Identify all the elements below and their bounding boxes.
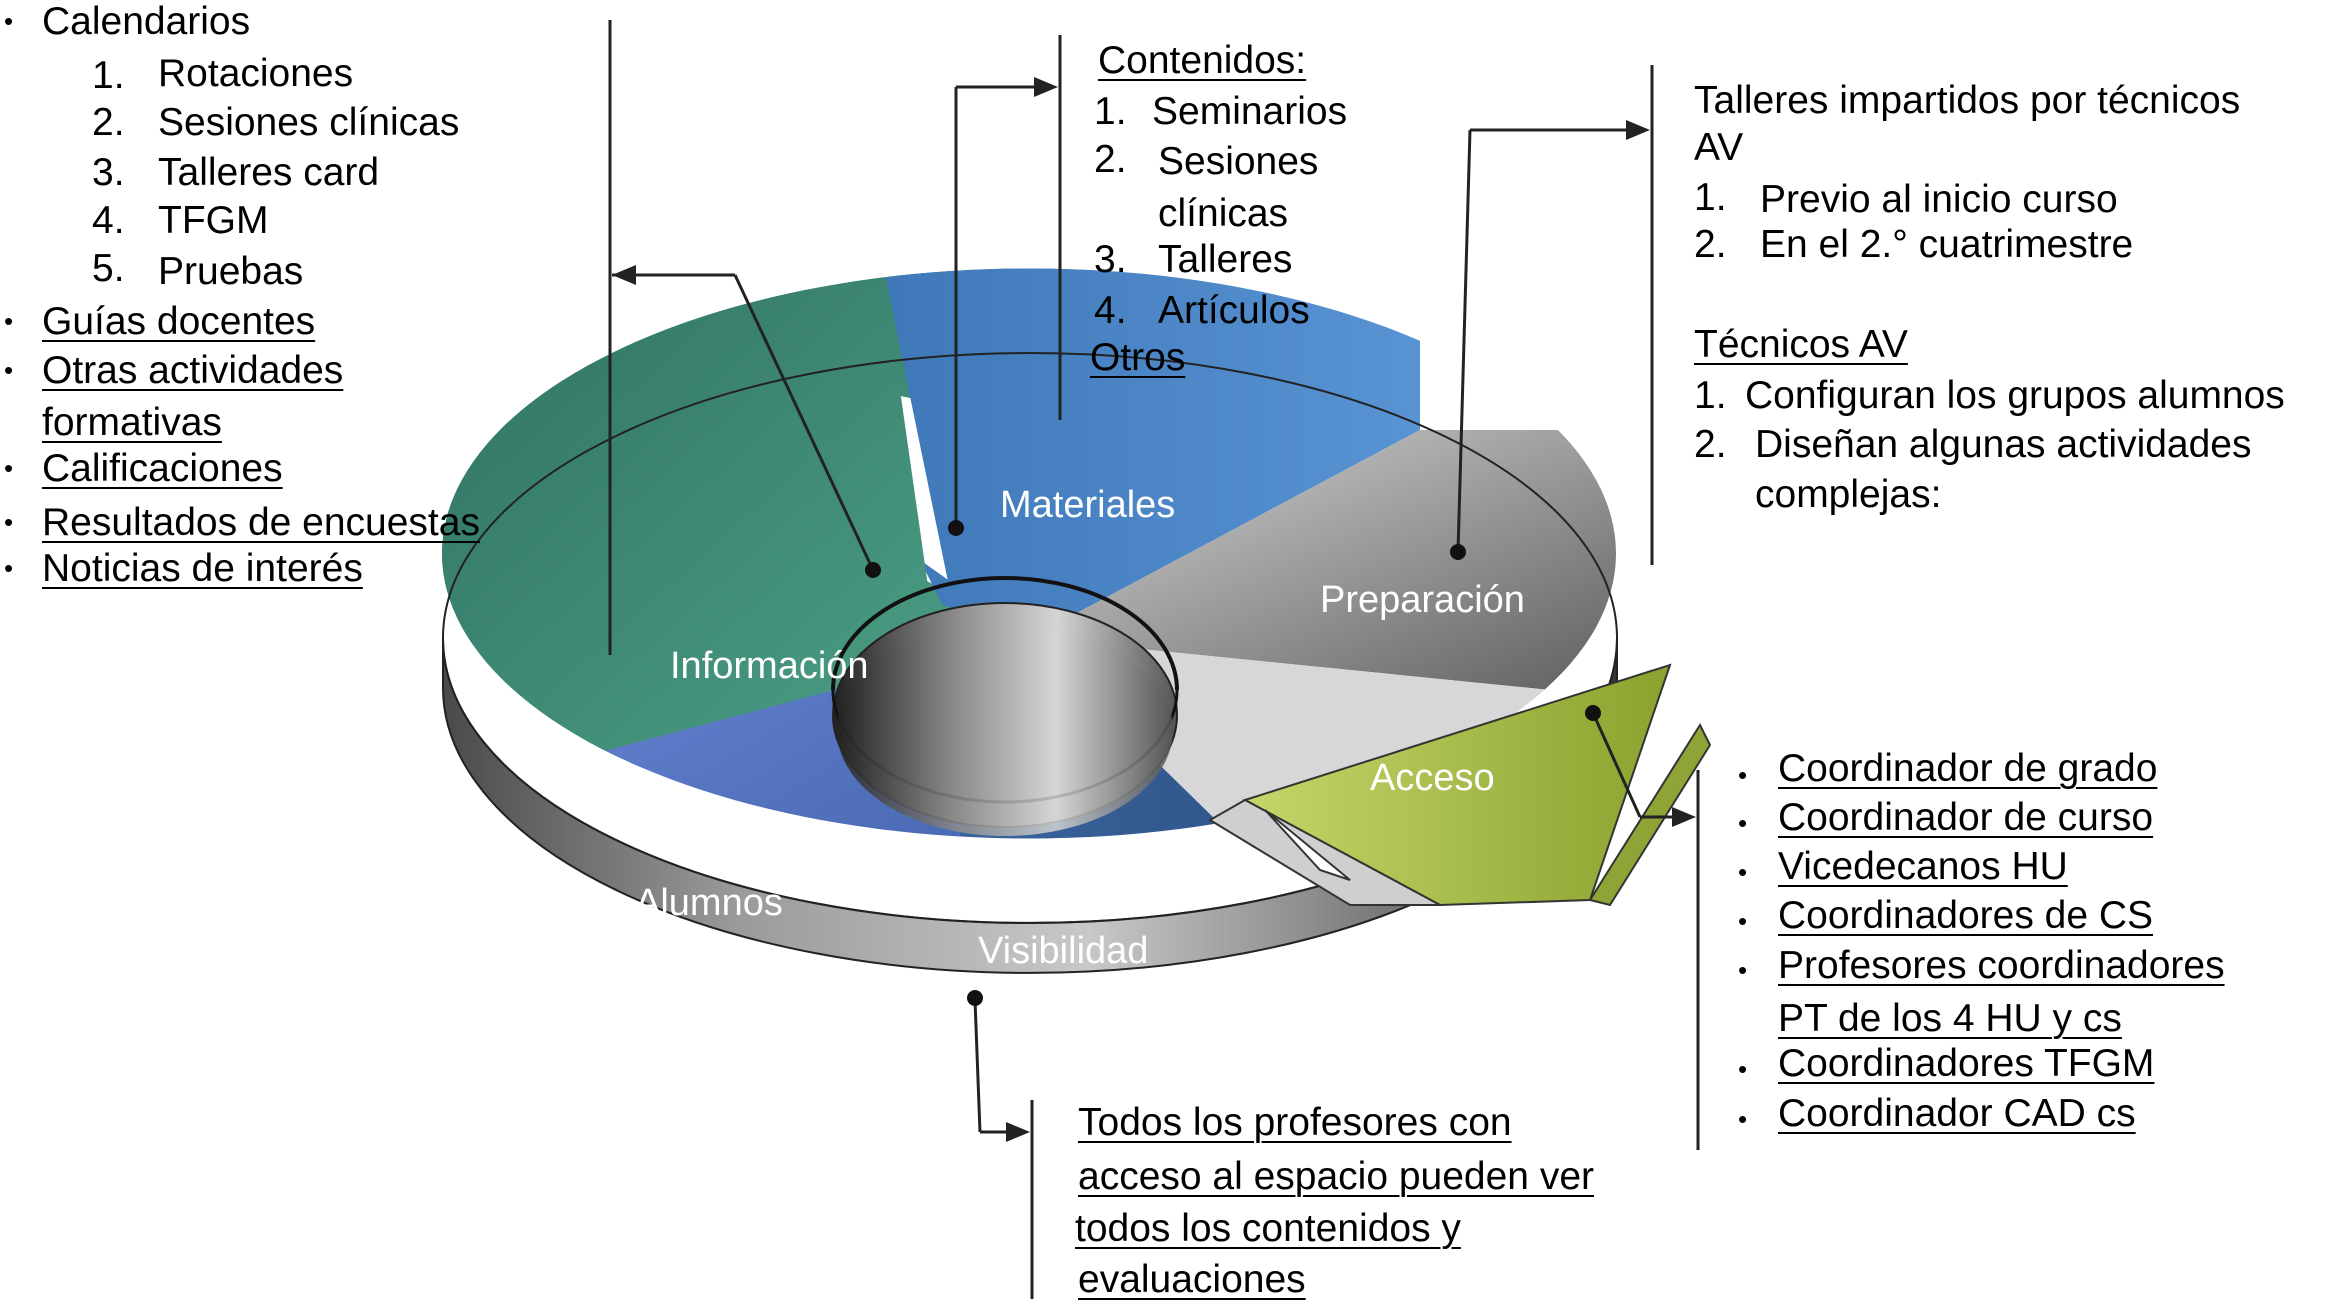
- calendar-item: Pruebas: [158, 250, 304, 293]
- label-visibilidad: Visibilidad: [978, 930, 1148, 972]
- contenido-item: Talleres: [1158, 238, 1293, 281]
- link-otros[interactable]: Otros: [1090, 336, 1186, 379]
- tecnicos-number-1: 1.: [1694, 374, 1727, 417]
- bullet: •: [1738, 760, 1748, 790]
- contenido-item: Sesiones: [1158, 140, 1319, 183]
- dot-acceso: [1585, 705, 1601, 721]
- connector-informacion: [733, 274, 875, 571]
- calendar-number-5: 5.: [92, 247, 125, 290]
- talleres-item: En el 2.° cuatrimestre: [1760, 223, 2134, 266]
- talleres-text-cont: AV: [1694, 126, 1744, 169]
- tecnicos-number-2: 2.: [1694, 423, 1727, 466]
- connector-preparacion: [1456, 129, 1472, 553]
- connector-acceso: [1591, 712, 1642, 818]
- arrowhead-visibilidad: [1006, 1122, 1030, 1142]
- tecnicos-item: Diseñan algunas actividades: [1755, 423, 2252, 466]
- ring-outline: [442, 352, 1618, 924]
- tecnicos-item: Configuran los grupos alumnos: [1745, 374, 2285, 417]
- bullet: •: [1738, 955, 1748, 985]
- bullet: •: [1738, 857, 1748, 887]
- acceso-coordinador-cad[interactable]: Coordinador CAD cs: [1778, 1092, 2136, 1135]
- talleres-number-1: 1.: [1694, 176, 1727, 219]
- acceso-wedge-face: [1208, 798, 1441, 906]
- bullet: •: [4, 355, 14, 385]
- contenido-number-4: 4.: [1094, 289, 1127, 332]
- talleres-text: Talleres impartidos por técnicos: [1694, 79, 2241, 122]
- dot-informacion: [865, 562, 881, 578]
- segment-materiales-core: [880, 268, 1420, 638]
- link-otras-actividades-cont[interactable]: formativas: [42, 401, 222, 444]
- label-materiales: Materiales: [1000, 484, 1175, 526]
- contenido-item-cont: clínicas: [1158, 192, 1289, 235]
- acceso-profesores-coordinadores-cont[interactable]: PT de los 4 HU y cs: [1778, 997, 2122, 1040]
- acceso-coordinadores-cs[interactable]: Coordinadores de CS: [1778, 894, 2154, 937]
- bullet: •: [4, 6, 14, 36]
- ring-hole-inner: [837, 624, 1173, 836]
- calendar-number-2: 2.: [92, 101, 125, 144]
- contenido-number-1: 1.: [1094, 90, 1127, 133]
- link-resultados-encuestas[interactable]: Resultados de encuestas: [42, 501, 480, 544]
- connector-visibilidad: [973, 999, 982, 1133]
- visibilidad-line: evaluaciones: [1078, 1258, 1306, 1301]
- bullet: •: [4, 507, 14, 537]
- label-preparacion: Preparación: [1320, 579, 1525, 621]
- tecnicos-title: Técnicos AV: [1694, 323, 1908, 366]
- arrowhead-preparacion: [1626, 120, 1650, 140]
- tecnicos-item-cont: complejas:: [1755, 473, 1942, 516]
- contenido-number-3: 3.: [1094, 238, 1127, 281]
- link-otras-actividades[interactable]: Otras actividades: [42, 349, 344, 392]
- calendar-number-4: 4.: [92, 199, 125, 242]
- dot-preparacion: [1450, 544, 1466, 560]
- calendarios-label: Calendarios: [42, 0, 251, 43]
- contenido-item: Artículos: [1158, 289, 1310, 332]
- dot-visibilidad: [967, 990, 983, 1006]
- calendar-item: TFGM: [158, 199, 269, 242]
- bullet: •: [4, 306, 14, 336]
- bullet: •: [4, 553, 14, 583]
- visibilidad-line: acceso al espacio pueden ver: [1078, 1155, 1595, 1198]
- acceso-wedge-side: [1588, 722, 1712, 907]
- label-acceso: Acceso: [1370, 757, 1495, 799]
- segment-preparacion: [1030, 430, 1617, 700]
- visibilidad-line: todos los contenidos y: [1075, 1207, 1461, 1250]
- calendar-number-3: 3.: [92, 151, 125, 194]
- link-calificaciones[interactable]: Calificaciones: [42, 447, 283, 490]
- acceso-coordinadores-tfgm[interactable]: Coordinadores TFGM: [1778, 1042, 2155, 1085]
- acceso-profesores-coordinadores[interactable]: Profesores coordinadores: [1778, 944, 2225, 987]
- visibilidad-line: Todos los profesores con: [1078, 1101, 1512, 1144]
- label-alumnos: Alumnos: [635, 882, 783, 924]
- contenidos-title: Contenidos:: [1098, 39, 1307, 82]
- link-noticias-interes[interactable]: Noticias de interés: [42, 547, 363, 590]
- contenido-number-2: 2.: [1094, 138, 1127, 181]
- arrowhead-informacion: [612, 265, 636, 285]
- contenido-item: Seminarios: [1152, 90, 1348, 133]
- acceso-wedge-gap: [1264, 809, 1351, 881]
- acceso-vicedecanos[interactable]: Vicedecanos HU: [1778, 845, 2068, 888]
- arrowhead-acceso: [1672, 807, 1696, 827]
- bullet: •: [1738, 906, 1748, 936]
- calendar-item: Rotaciones: [158, 52, 354, 95]
- bullet: •: [1738, 1104, 1748, 1134]
- dot-materiales: [948, 520, 964, 536]
- calendar-item: Sesiones clínicas: [158, 101, 460, 144]
- arrowhead-materiales: [1034, 77, 1058, 97]
- bullet: •: [4, 453, 14, 483]
- bullet: •: [1738, 808, 1748, 838]
- acceso-coordinador-grado[interactable]: Coordinador de grado: [1778, 747, 2158, 790]
- talleres-item: Previo al inicio curso: [1760, 178, 2118, 221]
- calendar-number-1: 1.: [92, 54, 125, 97]
- ring-hole-top-edge: [831, 576, 1179, 691]
- talleres-number-2: 2.: [1694, 223, 1727, 266]
- acceso-coordinador-curso[interactable]: Coordinador de curso: [1778, 796, 2154, 839]
- calendar-item: Talleres card: [158, 151, 380, 194]
- label-informacion: Información: [670, 645, 869, 687]
- link-guias-docentes[interactable]: Guías docentes: [42, 300, 316, 343]
- bullet: •: [1738, 1054, 1748, 1084]
